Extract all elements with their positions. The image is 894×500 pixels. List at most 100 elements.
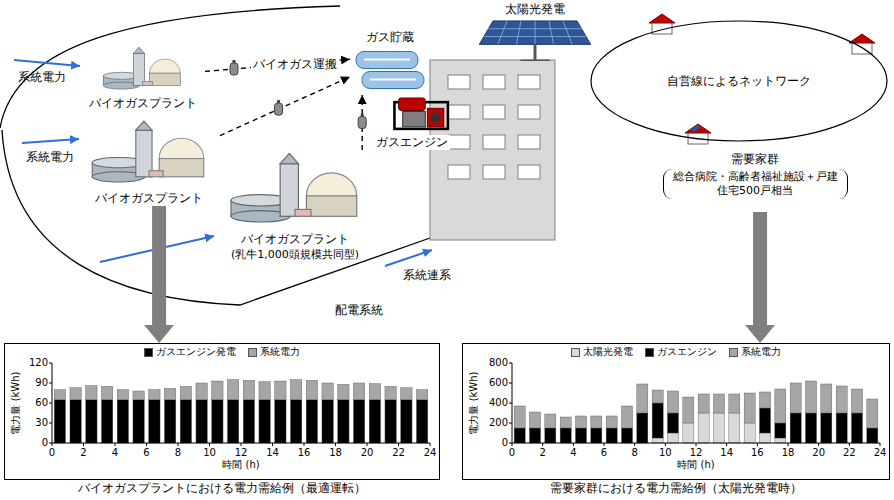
connector-group — [358, 95, 366, 150]
tick-label: 0 — [49, 447, 55, 459]
tick-mark — [241, 443, 242, 446]
connector-group — [159, 206, 160, 325]
bar-segment — [867, 428, 878, 443]
tick-mark — [509, 403, 512, 404]
bar-segment — [821, 413, 832, 443]
bar-segment — [744, 423, 755, 443]
legend-item: 系統電力 — [248, 346, 300, 358]
bar-segment — [606, 416, 617, 428]
bar-segment — [70, 400, 81, 443]
tick-label: 0 — [502, 437, 508, 449]
legend-swatch — [571, 348, 580, 357]
tick-label: 14 — [266, 447, 279, 459]
node-label: 自営線によるネットワーク — [667, 74, 811, 89]
bar-segment — [667, 391, 678, 413]
tick-mark — [509, 383, 512, 384]
bar-segment — [836, 413, 847, 443]
bar-segment — [164, 400, 175, 443]
legend-item: ガスエンジン — [645, 346, 717, 358]
window — [518, 135, 540, 149]
plant-bar-chart — [49, 363, 430, 446]
bar-segment — [851, 413, 862, 443]
bar-segment — [338, 384, 349, 399]
tick-label: 22 — [392, 447, 405, 459]
bar-segment — [683, 397, 694, 423]
bar-segment — [416, 400, 427, 443]
bar-segment — [805, 381, 816, 413]
legend-label: 系統電力 — [741, 346, 781, 358]
legend-label: ガスエンジン — [657, 346, 717, 358]
legend-label: ガスエンジン発電 — [156, 346, 236, 358]
bar-segment — [867, 399, 878, 428]
chart-panel: 需要家群における電力需給例（太陽光発電時） — [462, 343, 890, 480]
bar-segment — [227, 380, 238, 400]
tick-mark — [304, 443, 305, 446]
window — [448, 165, 470, 179]
tick-label: 30 — [35, 417, 48, 429]
demand-group: 需要家群総合病院・高齢者福祉施設＋戸建住宅500戸相当 — [650, 152, 860, 212]
node-label: バイオガスプラント — [241, 232, 349, 247]
bar-segment — [86, 386, 97, 400]
node-label: ガスエンジン — [374, 135, 450, 150]
tick-mark — [509, 363, 512, 364]
house-icon — [685, 124, 711, 144]
building-body — [430, 60, 555, 240]
tick-label: 200 — [489, 417, 508, 429]
bar-segment — [759, 392, 770, 408]
bar-segment — [353, 383, 364, 400]
bar-segment — [290, 380, 301, 400]
tick-label: 400 — [489, 397, 508, 409]
tick-label: 22 — [843, 447, 856, 459]
tick-mark — [367, 443, 368, 446]
window — [448, 75, 470, 89]
tick-label: 2 — [539, 447, 545, 459]
tick-label: 16 — [298, 447, 311, 459]
tick-label: 2 — [80, 447, 86, 459]
tick-mark — [272, 443, 273, 446]
connector-group — [760, 212, 761, 325]
bar-segment — [575, 428, 586, 443]
tick-mark — [49, 423, 52, 424]
bar-segment — [70, 388, 81, 400]
group-heading: 需要家群 — [731, 152, 779, 167]
bar-segment — [621, 428, 632, 443]
bar-segment — [575, 416, 586, 428]
bar-segment — [652, 438, 663, 443]
bar-segment — [117, 400, 128, 443]
bar-segment — [698, 413, 709, 443]
tick-label: 6 — [601, 447, 607, 459]
tick-mark — [83, 443, 84, 446]
plant-illustration — [80, 45, 205, 94]
bar-segment — [259, 400, 270, 443]
axis-title: 電力量 (kWh) — [10, 372, 22, 435]
distribution-line — [2, 130, 430, 305]
bar-segment — [385, 400, 396, 443]
legend-swatch — [144, 348, 153, 357]
biogas-plant: バイオガスプラント — [78, 118, 220, 206]
grid-power-arrows — [14, 60, 432, 266]
window — [483, 135, 505, 149]
interconnection-label: 系統連系 — [403, 268, 451, 282]
tick-mark — [634, 443, 635, 446]
bar-segment — [416, 390, 427, 400]
gas-engine: ガスエンジン — [372, 96, 452, 150]
tick-mark — [178, 443, 179, 446]
connector-group — [220, 77, 350, 136]
bar-segment — [401, 388, 412, 400]
bar-segment — [759, 408, 770, 433]
bar-segment — [149, 390, 160, 400]
tick-mark — [542, 443, 543, 446]
bar-segment — [353, 400, 364, 443]
bar-segment — [606, 428, 617, 443]
bar-segment — [369, 384, 380, 400]
bar-segment — [133, 400, 144, 443]
bar-segment — [117, 390, 128, 400]
bar-segment — [621, 406, 632, 428]
legend-label: 太陽光発電 — [583, 346, 633, 358]
tick-label: 8 — [631, 447, 637, 459]
tick-mark — [696, 443, 697, 446]
bar-segment — [713, 413, 724, 443]
window — [518, 105, 540, 119]
bar-segment — [637, 384, 648, 413]
